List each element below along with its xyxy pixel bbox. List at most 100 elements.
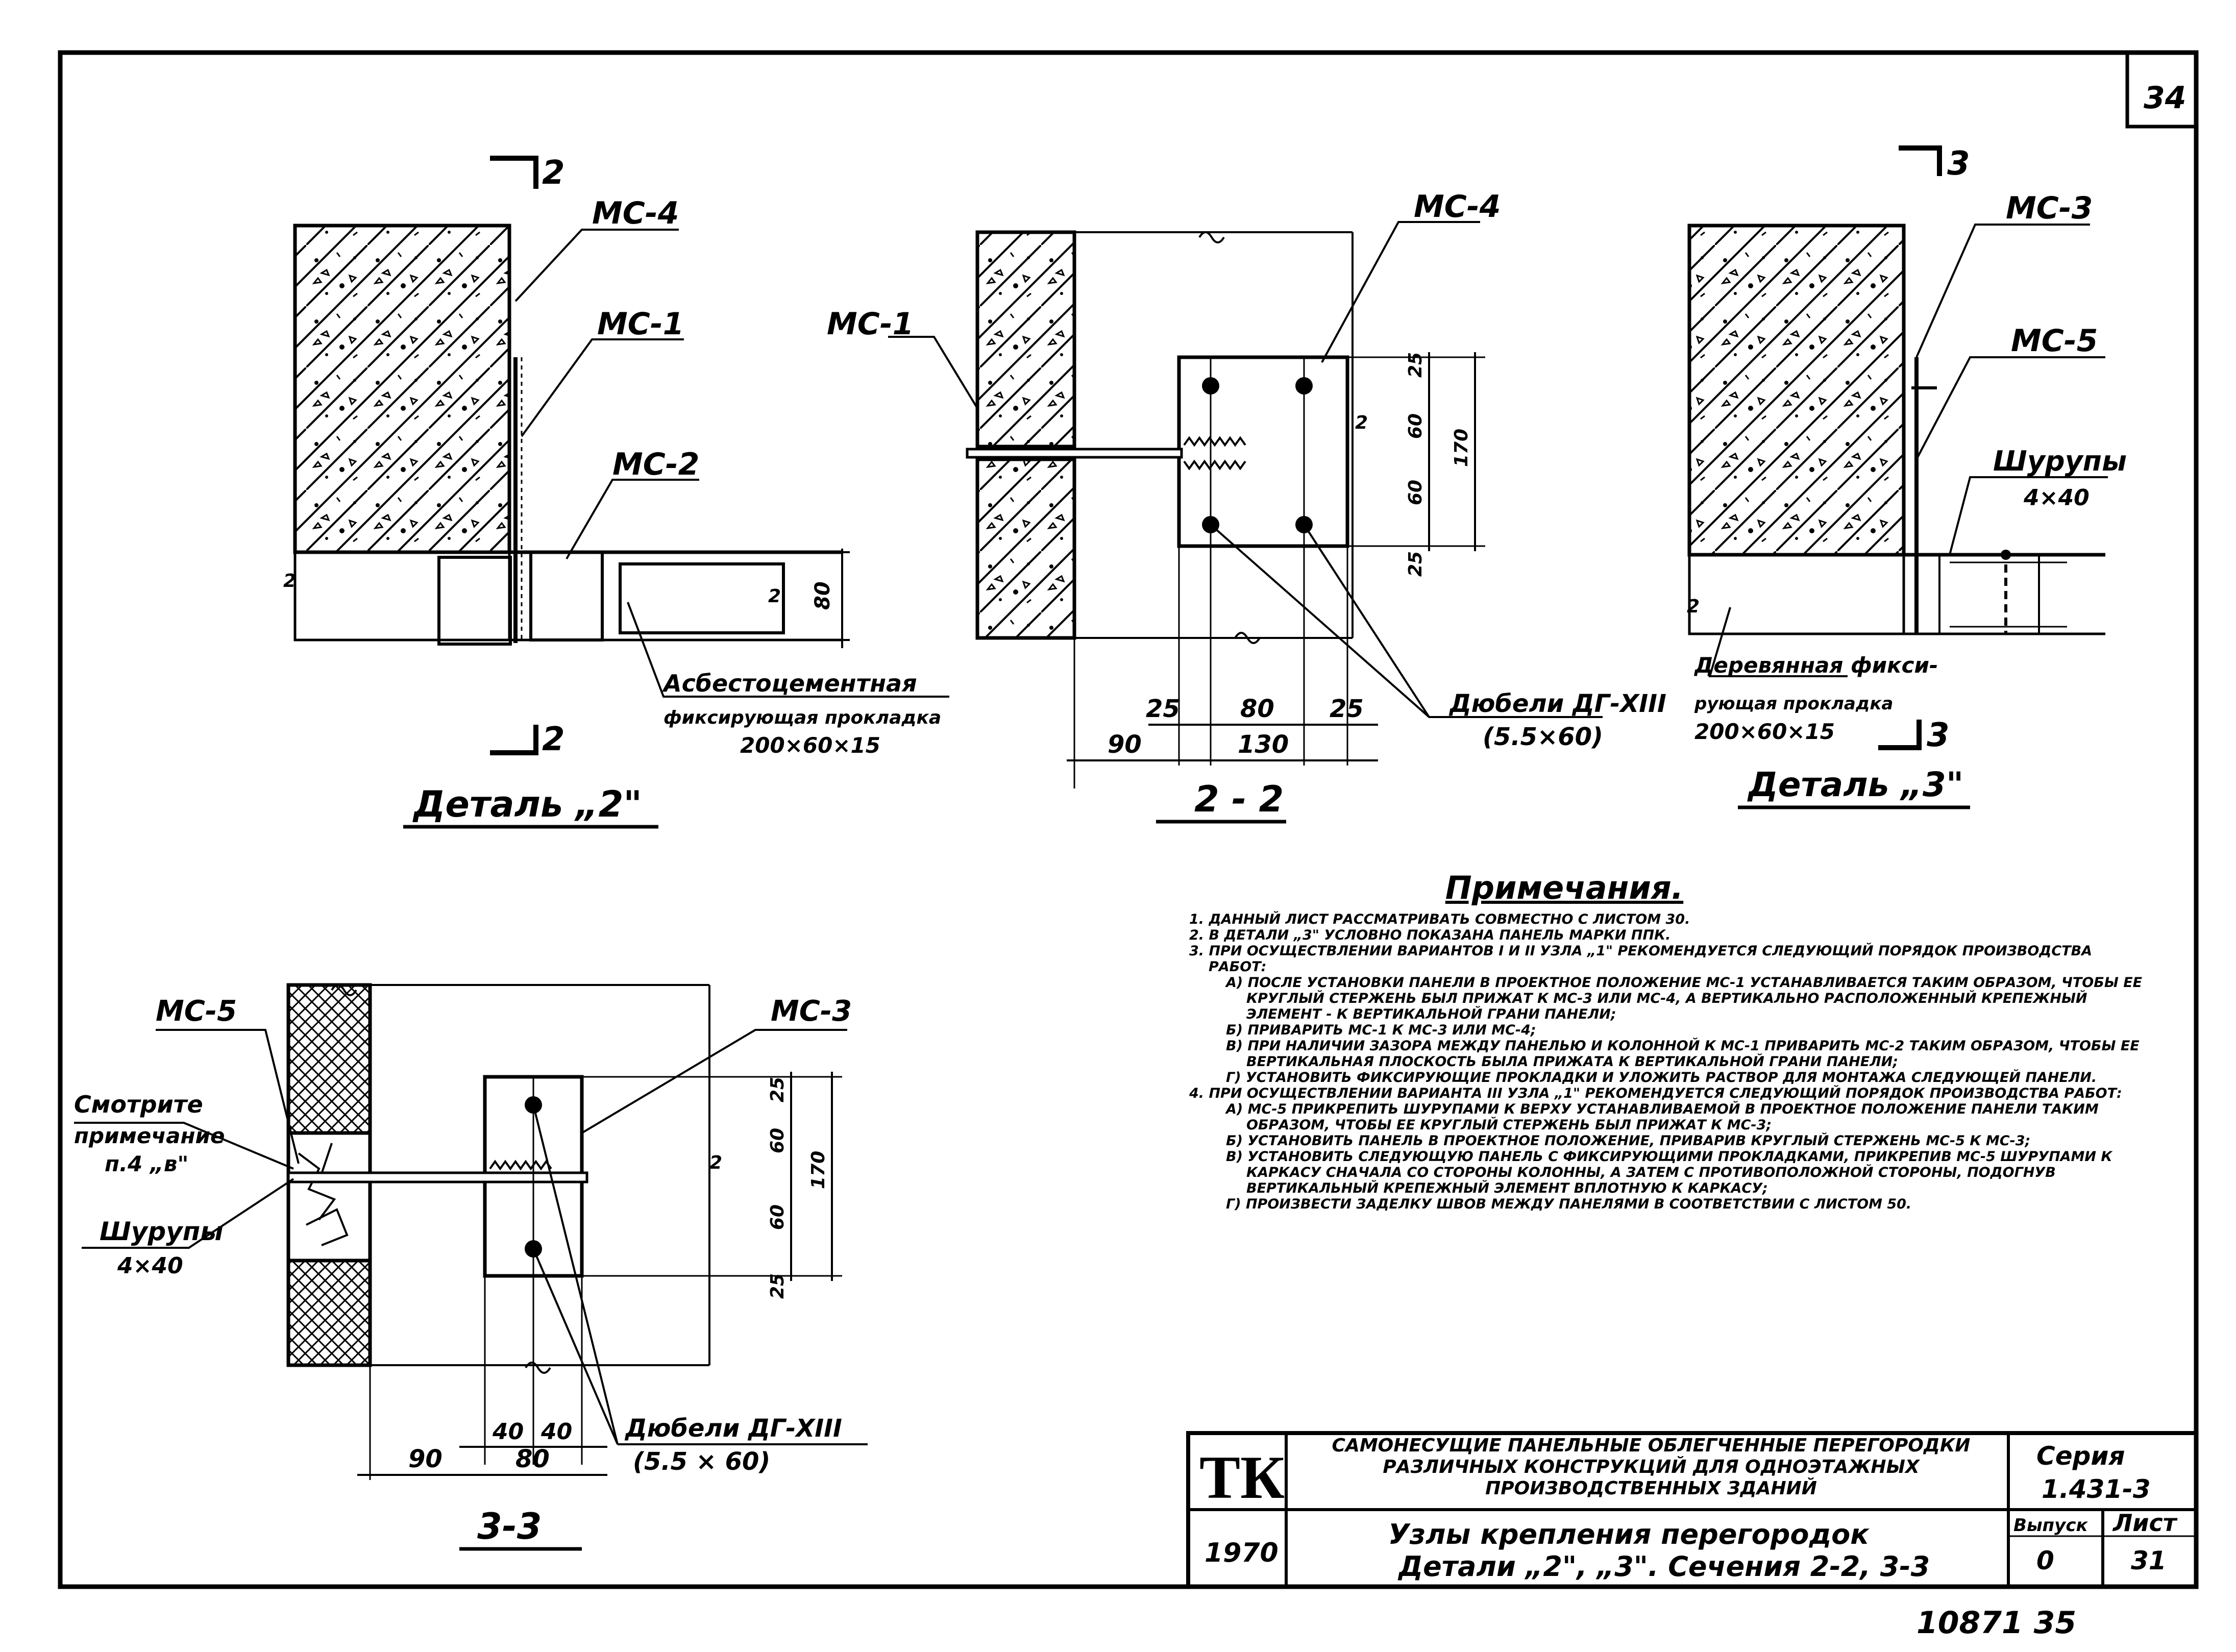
label-mc1: МС-1 [827,306,914,342]
note-3a: а) после установки панели в проектное по… [1226,975,2143,1022]
sheet-value: 31 [2131,1546,2167,1575]
note-3: 3. При осуществлении вариантов I и II уз… [1189,943,2093,975]
dim-80: 80 [811,581,834,610]
detail-3: МС-3 МС-5 Шурупы 4×40 2 3 3 Деревянная ф… [1687,145,2127,809]
base-strip [1688,553,1905,635]
callout-line3: 200×60×15 [740,733,880,758]
series-label: Серия [2036,1441,2125,1471]
notes-title: Примечания. [1445,869,1684,906]
dim-2: 2 [1355,412,1368,433]
dowel-label: Дюбели ДГ-XIII [624,1414,842,1443]
column-top [975,230,1076,449]
label-mc5: МС-5 [156,995,237,1028]
note-4c: в) установить следующую панель с фиксиру… [1226,1149,2112,1196]
screws-label: Шурупы [1993,445,2127,477]
callout-line2: фиксирующая прокладка [664,707,941,728]
section-2-2: 25 80 25 90 130 25 60 60 25 170 2 МС-1 М… [827,189,1666,824]
notes-block: Примечания. 1. Данный лист рассматривать… [1189,868,2144,1212]
dim-h-80: 80 [1240,695,1274,723]
section-mark-bottom: 2 [542,721,565,758]
mc2-plate [529,551,604,642]
dim-2: 2 [709,1152,722,1173]
detail-2-title: Деталь „2" [412,783,642,825]
see-note-line1: Смотрите [74,1091,203,1118]
mc5-rod [287,1171,588,1183]
dim-h-25-left: 25 [1146,695,1180,723]
dim-v-25-top: 25 [1405,352,1426,378]
dim-h-25-right: 25 [1330,695,1364,723]
note-4: 4. При осуществлении варианта III узла „… [1189,1086,2122,1101]
column-concrete [293,224,511,554]
section-3-3-title: 3-3 [477,1506,542,1547]
detail-2: МС-4 МС-1 МС-2 80 2 2 2 2 Асбестоцементн… [283,154,949,829]
mc1-rod [966,448,1183,459]
note-4b: б) установить панель в проектное положен… [1226,1133,2031,1149]
callout-line2: рующая прокладка [1694,694,1893,714]
label-mc4: МС-4 [592,195,679,231]
project-title: Самонесущие панельные облегченные перего… [1332,1435,1971,1499]
dim-h-40-b: 40 [540,1419,572,1445]
base-strip [293,551,511,642]
dowel-size: (5.5 × 60) [633,1447,770,1476]
dim-v-25-top: 25 [767,1077,788,1102]
section-mark-bottom: 3 [1927,717,1950,754]
sheet-title-line2: Детали „2", „3". Сечения 2-2, 3-3 [1397,1550,1930,1583]
series-value: 1.431-3 [2042,1474,2151,1504]
sheet-frame [58,50,2199,1589]
dim-2-right: 2 [768,586,781,607]
dim-h-90: 90 [408,1445,443,1473]
logo: ТК [1199,1443,1285,1511]
note-4d: г) произвести заделку швов между панелям… [1226,1196,1912,1212]
panel-piece [437,556,512,646]
archive-number: 10871 35 [1916,1605,2076,1641]
note-4a: а) МС-5 прикрепить шурупами к верху уста… [1226,1101,2099,1133]
sheet-label: Лист [2112,1509,2178,1537]
detail-3-title: Деталь „3" [1747,765,1963,804]
dim-h-90: 90 [1108,730,1142,759]
note-3d: г) установить фиксирующие прокладки и ул… [1226,1070,2097,1086]
title-block: ТК 1970 Самонесущие панельные облегченны… [1186,1431,2198,1589]
section-mark-top: 2 [542,154,565,192]
label-mc3: МС-3 [2006,190,2093,226]
dim-h-130: 130 [1238,730,1289,759]
screws-size: 4×40 [2023,485,2090,511]
sheet-title-line1: Узлы крепления перегородок [1388,1518,1870,1550]
screws-label: Шурупы [100,1217,224,1246]
panel-top-hatch [286,983,372,1135]
callout-line1: Деревянная фикси- [1693,653,1938,678]
panel-bottom-hatch [286,1259,372,1367]
sheet-tab-number: 34 [2144,80,2186,116]
label-mc3: МС-3 [771,995,852,1028]
dim-h-80: 80 [515,1445,550,1473]
dim-v-60-b: 60 [767,1204,788,1230]
screws-size: 4×40 [117,1253,183,1279]
section-3-3: 40 40 90 80 25 60 60 25 170 2 МС-5 МС-3 … [74,983,868,1551]
dim-v-25-bottom: 25 [1405,551,1426,577]
dim-h-40-a: 40 [492,1419,524,1445]
callout-line1: Асбестоцементная [662,670,917,697]
see-note-line3: п.4 „в" [105,1151,188,1176]
callout-line3: 200×60×15 [1694,719,1835,744]
dowel-size: (5.5×60) [1483,723,1603,751]
year: 1970 [1205,1538,1279,1568]
label-mc1: МС-1 [597,306,684,342]
dim-v-60-a: 60 [767,1128,788,1153]
section-mark-top: 3 [1947,145,1970,183]
label-mc2: МС-2 [612,447,699,482]
asbestos-pad [619,562,785,634]
dim-v-170: 170 [1451,429,1472,467]
note-1: 1. Данный лист рассматривать совместно с… [1189,911,1690,927]
dowel-label: Дюбели ДГ-XIII [1448,689,1666,718]
dim-2-left: 2 [283,571,296,591]
note-3c: в) при наличии зазора между панелью и ко… [1226,1038,2140,1070]
column-concrete [1687,224,1906,557]
dim-2-left: 2 [1687,596,1700,617]
issue-label: Выпуск [2013,1515,2088,1536]
column-bottom [975,457,1076,640]
note-3b: б) приварить МС-1 к МС-3 или МС-4; [1226,1022,1536,1038]
section-2-2-title: 2 - 2 [1194,778,1284,820]
label-mc5: МС-5 [2011,323,2098,359]
issue-value: 0 [2036,1546,2054,1575]
dim-v-25-bottom: 25 [767,1273,788,1299]
